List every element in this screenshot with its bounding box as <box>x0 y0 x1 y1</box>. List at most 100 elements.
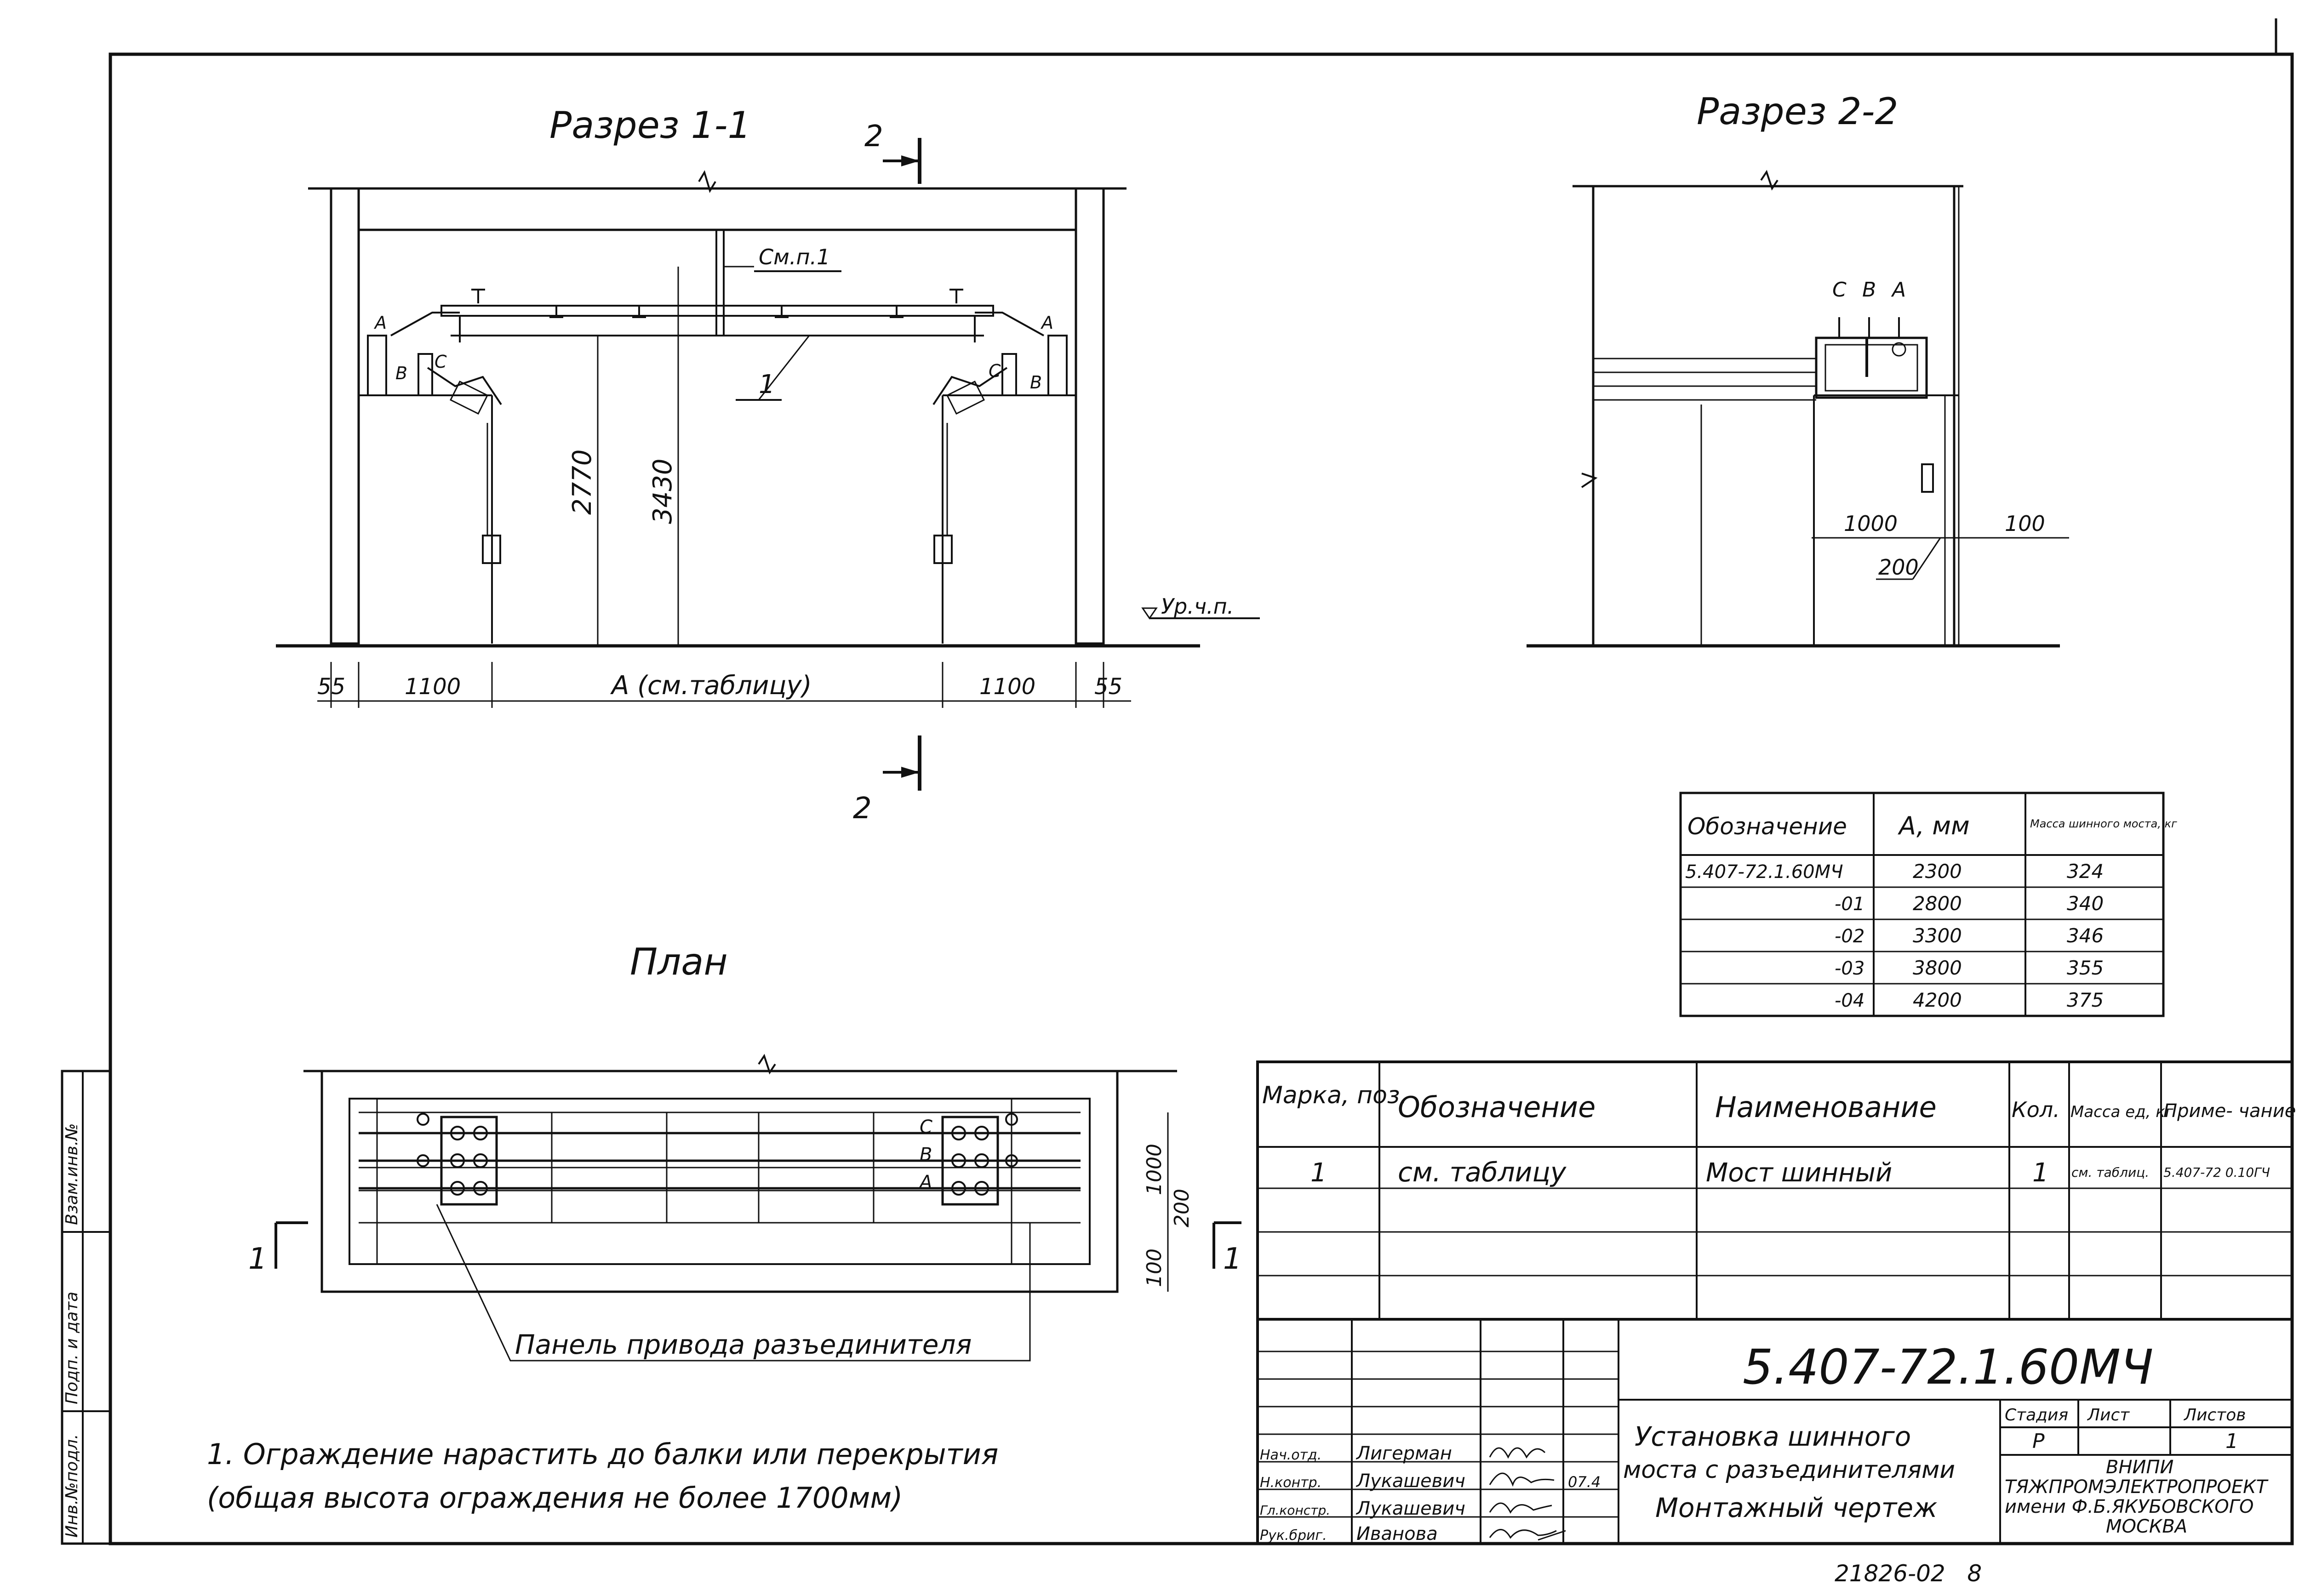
plan-dim-100: 100 <box>1143 1248 1166 1287</box>
plan-phase-c: C <box>920 1117 932 1138</box>
side-stamp-sign: Подп. и дата <box>63 1292 81 1404</box>
section-2-2: Разрез 2-2 C B A 1000 100 <box>1527 90 2069 648</box>
dim-a-span: A (см.таблицу) <box>610 671 812 701</box>
vt-r1-c1: 2800 <box>1913 892 1962 915</box>
plan-cut-left: 1 <box>248 1242 267 1276</box>
spec-header-qty: Кол. <box>2012 1097 2060 1122</box>
spec-header-mass: Масса ед, кг <box>2070 1103 2174 1121</box>
sheets-label: Листов <box>2183 1406 2246 1425</box>
spec-row-mass: см. таблиц. <box>2071 1165 2149 1180</box>
dim-height-2770: 2770 <box>567 449 597 515</box>
dim-1100-right: 1100 <box>979 674 1035 700</box>
item-mark-1: 1 <box>759 370 775 399</box>
approval-date: 07.4 <box>1568 1473 1601 1491</box>
vt-r4-c0: -04 <box>1835 990 1864 1011</box>
vt-r4-c2: 375 <box>2067 989 2104 1011</box>
footer-number: 21826-02 8 <box>1835 1560 1982 1587</box>
stage-label: Стадия <box>2005 1406 2068 1425</box>
vt-r0-c1: 2300 <box>1913 860 1962 883</box>
vt-header-mass: Масса шинного моста, кг <box>2030 817 2177 830</box>
title-line1: Установка шинного <box>1635 1421 1911 1452</box>
vt-r3-c0: -03 <box>1835 958 1864 979</box>
dim-55-right: 55 <box>1094 674 1122 700</box>
section-2-2-title: Разрез 2-2 <box>1697 90 1898 133</box>
staff-role-2: Гл.констр. <box>1260 1503 1330 1518</box>
org-line1: ВНИПИ <box>2106 1457 2173 1478</box>
org-line4: МОСКВА <box>2106 1516 2187 1537</box>
note-line1: 1. Ограждение нарастить до балки или пер… <box>207 1437 998 1471</box>
dim-55-left: 55 <box>317 674 345 700</box>
vt-r0-c2: 324 <box>2067 860 2104 883</box>
plan-view: План <box>248 940 1242 1362</box>
cut-mark-top: 2 <box>864 120 883 154</box>
cut-mark-bottom: 2 <box>853 792 872 826</box>
staff-name-0: Лигерман <box>1355 1443 1452 1464</box>
phase-a-2-2: A <box>1891 278 1906 302</box>
spec-header-designation: Обозначение <box>1398 1090 1596 1124</box>
vt-header-designation: Обозначение <box>1687 813 1847 840</box>
plan-phase-a: A <box>918 1172 932 1193</box>
signatures <box>1489 1447 1566 1541</box>
staff-role-0: Нач.отд. <box>1260 1447 1321 1463</box>
section-1-1-title: Разрез 1-1 <box>549 104 751 147</box>
side-stamp: Инв.№подл. Подп. и дата Взам.инв.№ <box>61 1070 112 1545</box>
staff-name-3: Иванова <box>1356 1523 1438 1545</box>
phase-c-left: C <box>435 352 447 372</box>
plan-dim-200: 200 <box>1170 1189 1194 1227</box>
phase-c-2-2: C <box>1832 278 1847 302</box>
spec-row-note: 5.407-72 0.10ГЧ <box>2163 1165 2270 1180</box>
title-line3: Монтажный чертеж <box>1655 1492 1937 1523</box>
plan-panel-label: Панель привода разъединителя <box>515 1329 972 1360</box>
phase-b-2-2: B <box>1862 278 1876 302</box>
spec-header-note: Приме- чание <box>2163 1100 2296 1122</box>
staff-name-1: Лукашевич <box>1355 1471 1465 1492</box>
floor-level: Ур.ч.п. <box>1161 594 1234 619</box>
plan-phase-b: B <box>920 1144 932 1165</box>
spec-header-mark: Марка, поз. <box>1262 1082 1407 1109</box>
title-block: 5.407-72.1.60МЧ Установка шинного моста … <box>1256 1318 2293 1545</box>
drawing-number: 5.407-72.1.60МЧ <box>1743 1339 2153 1395</box>
staff-name-2: Лукашевич <box>1355 1498 1465 1519</box>
vt-r3-c2: 355 <box>2067 957 2104 979</box>
vt-r2-c1: 3300 <box>1913 924 1962 947</box>
dim-1000-2-2: 1000 <box>1844 511 1898 536</box>
variants-table: Обозначение A, мм Масса шинного моста, к… <box>1679 792 2177 1017</box>
note: 1. Ограждение нарастить до балки или пер… <box>207 1437 998 1515</box>
sheets-total: 1 <box>2225 1430 2238 1453</box>
vt-header-a: A, мм <box>1898 811 1970 840</box>
sheet-frame <box>109 52 2294 1545</box>
vt-r1-c0: -01 <box>1835 894 1864 915</box>
callout-see-note: См.п.1 <box>759 245 830 269</box>
spec-table: Марка, поз. Обозначение Наименование Кол… <box>1256 1060 2296 1321</box>
spec-header-name: Наименование <box>1715 1090 1937 1124</box>
staff-role-3: Рук.бриг. <box>1260 1528 1327 1544</box>
side-stamp-inv: Инв.№подл. <box>63 1434 81 1538</box>
section-1-1: Разрез 1-1 2 2 <box>276 104 1260 826</box>
dim-1100-left: 1100 <box>405 674 461 700</box>
stage-value: Р <box>2032 1430 2045 1453</box>
spec-row-name: Мост шинный <box>1706 1158 1892 1188</box>
sheet-label: Лист <box>2087 1406 2130 1425</box>
vt-r0-c0: 5.407-72.1.60МЧ <box>1685 861 1843 883</box>
plan-title: План <box>630 940 728 983</box>
staff-role-1: Н.контр. <box>1260 1475 1321 1491</box>
vt-r4-c1: 4200 <box>1913 989 1962 1011</box>
note-line2: (общая высота ограждения не более 1700мм… <box>207 1481 903 1515</box>
vt-r1-c2: 340 <box>2067 892 2104 915</box>
spec-row-qty: 1 <box>2032 1158 2049 1188</box>
vt-r2-c2: 346 <box>2067 924 2104 947</box>
org-line2: ТЯЖПРОМЭЛЕКТРОПРОЕКТ <box>2005 1476 2269 1498</box>
phase-a-left: A <box>373 313 387 333</box>
spec-row-designation: см. таблицу <box>1398 1157 1567 1188</box>
side-stamp-replace: Взам.инв.№ <box>63 1123 81 1225</box>
spec-row-mark: 1 <box>1310 1158 1327 1188</box>
phase-b-right: B <box>1030 372 1042 393</box>
dim-height-3430: 3430 <box>648 458 678 524</box>
phase-b-left: B <box>395 363 407 383</box>
plan-cut-right: 1 <box>1223 1242 1242 1276</box>
vt-r2-c0: -02 <box>1835 926 1864 947</box>
plan-dim-1000: 1000 <box>1143 1144 1166 1195</box>
title-line2: моста с разъединителями <box>1623 1456 1955 1484</box>
dim-200-2-2: 200 <box>1878 555 1919 580</box>
